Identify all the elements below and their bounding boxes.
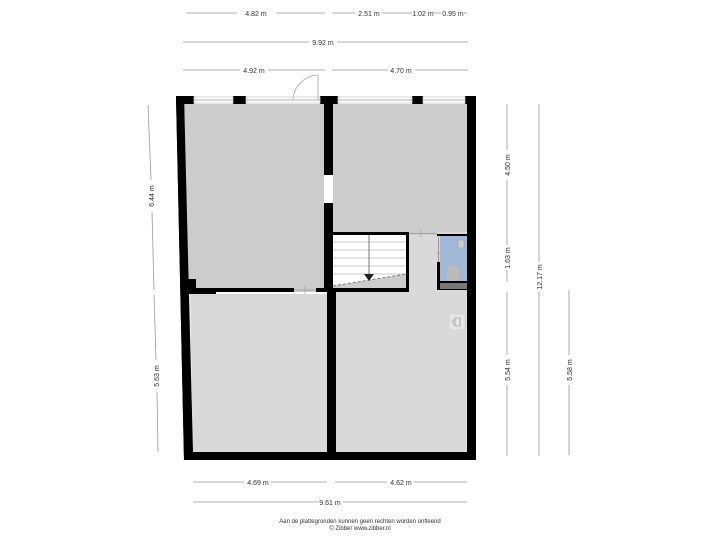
dim-right-col1-2: 1.63 m xyxy=(505,247,512,269)
wall-top-left-corner xyxy=(176,96,194,104)
wall-middle-upper xyxy=(324,100,333,175)
room-front-right xyxy=(333,104,467,234)
top-dimensions xyxy=(183,12,468,71)
dim-bottom-row1-2: 4.62 m xyxy=(390,480,412,487)
left-dimensions xyxy=(147,104,159,453)
dim-bottom-row2: 9.61 m xyxy=(319,500,341,507)
dim-bottom-row1-1: 4.69 m xyxy=(247,480,269,487)
toilet-bowl-icon xyxy=(447,265,459,281)
dim-left-1: 6.44 m xyxy=(149,185,156,207)
dim-top-row2: 9.92 m xyxy=(312,40,334,47)
toilet xyxy=(409,230,467,290)
wall-middle-lower xyxy=(327,288,336,452)
footer-copyright: © Zibber www.zibber.nl xyxy=(329,526,391,532)
stairwell xyxy=(332,234,409,292)
dim-top-row1-4: 0.95 m xyxy=(442,11,464,18)
dim-right-col1-3: 5.54 m xyxy=(505,359,512,381)
right-dimensions xyxy=(506,104,570,456)
dim-top-row3-2: 4.70 m xyxy=(390,68,412,75)
dim-top-row1-2: 2.51 m xyxy=(358,11,380,18)
room-back-right xyxy=(336,292,467,452)
dim-right-col1-1: 4.50 m xyxy=(505,154,512,176)
wall-right xyxy=(467,96,476,460)
dim-right-col2: 12.17 m xyxy=(537,264,544,289)
footer-disclaimer: Aan de plattegronden kunnen geen rechten… xyxy=(279,519,441,525)
bottom-dimensions xyxy=(193,481,467,503)
windows xyxy=(193,96,466,104)
walls xyxy=(176,96,476,460)
dim-right-col3: 5.58 m xyxy=(567,359,574,381)
dim-top-row3-1: 4.92 m xyxy=(243,68,265,75)
room-front-left xyxy=(184,104,324,288)
sink-icon xyxy=(457,239,465,249)
stair-arrow-icon xyxy=(364,274,374,281)
appliance-icon xyxy=(448,313,466,331)
room-back-left xyxy=(190,294,327,452)
dim-top-row1-3: 1.02 m xyxy=(412,11,434,18)
dim-left-2: 5.63 m xyxy=(154,365,161,387)
front-door-swing-icon xyxy=(292,74,319,101)
wall-bottom xyxy=(184,452,476,460)
dim-top-row1-1: 4.82 m xyxy=(245,11,267,18)
